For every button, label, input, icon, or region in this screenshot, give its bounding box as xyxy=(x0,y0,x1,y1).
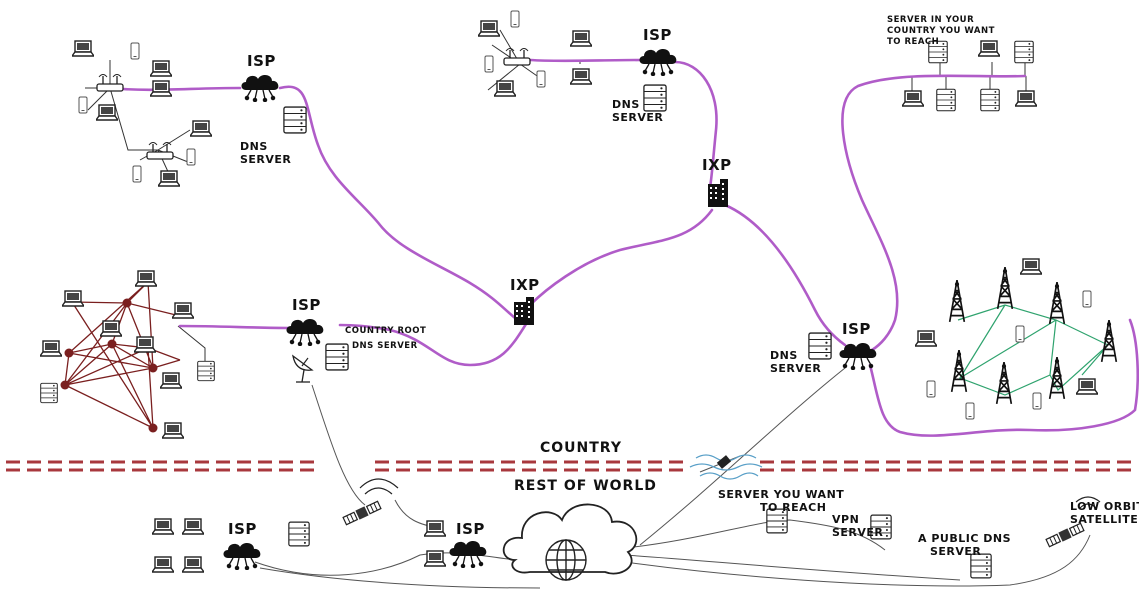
satellite-icon-left xyxy=(342,500,382,526)
isp-cloud-top-middle xyxy=(638,48,678,76)
ixp-building-middle xyxy=(514,297,534,325)
server-reach-label-line2: TO REACH xyxy=(760,501,826,514)
satellite-label-line2: SATELLITE xyxy=(1070,513,1138,526)
diagram-labels: ISP DNS SERVER ISP DNS SERVER SERVER IN … xyxy=(228,15,1139,558)
isp-label-bottom-left: ISP xyxy=(228,520,257,538)
globe-icon xyxy=(545,539,587,581)
country-root-label-line2: DNS SERVER xyxy=(352,341,418,351)
dns-server-mid-left xyxy=(325,343,349,371)
ixp-label-top: IXP xyxy=(702,156,732,174)
server-country-label-line1: SERVER IN YOUR xyxy=(887,15,974,25)
ixp-label-middle: IXP xyxy=(510,276,540,294)
isp-label-mid-right: ISP xyxy=(842,320,871,338)
rest-of-world-label: REST OF WORLD xyxy=(514,478,657,494)
satellite-dish xyxy=(292,355,313,383)
vpn-label-line2: SERVER xyxy=(832,526,883,539)
server-country-label-line3: TO REACH xyxy=(887,37,939,47)
country-border xyxy=(6,460,1134,472)
satellite-icon-right xyxy=(1045,522,1085,548)
isp-cloud-mid-right xyxy=(838,342,878,370)
dns-label-top-middle-line2: SERVER xyxy=(612,111,663,124)
isp-label-top-middle: ISP xyxy=(643,26,672,44)
isp-cloud-top-left xyxy=(240,74,280,102)
isp-cloud-mid-left xyxy=(285,318,325,346)
cellular-network xyxy=(957,304,1110,396)
backbone-links xyxy=(108,58,1139,437)
dns-label-top-middle-line1: DNS xyxy=(612,98,640,111)
dns-label-mid-right-line1: DNS xyxy=(770,349,798,362)
dns-server-top-middle xyxy=(643,84,667,112)
dns-label-mid-right-line2: SERVER xyxy=(770,362,821,375)
international-links xyxy=(254,367,1091,589)
dns-label-top-left-line1: DNS xyxy=(240,140,268,153)
country-label: COUNTRY xyxy=(540,440,622,456)
local-wiring xyxy=(85,29,1027,368)
vpn-label-line1: VPN xyxy=(832,513,859,526)
server-reach-label-line1: SERVER YOU WANT xyxy=(718,488,844,501)
server-country-label-line2: COUNTRY YOU WANT xyxy=(887,26,995,36)
isp-label-bottom-middle: ISP xyxy=(456,520,485,538)
isp-label-top-left: ISP xyxy=(247,52,276,70)
dns-label-top-left-line2: SERVER xyxy=(240,153,291,166)
isp-cloud-bottom-left xyxy=(222,542,262,570)
dns-server-mid-right xyxy=(808,332,832,360)
public-dns-label-line1: A PUBLIC DNS xyxy=(918,532,1011,545)
satellite-signal-icon xyxy=(359,478,1101,509)
satellite-label-line1: LOW ORBIT xyxy=(1070,500,1139,513)
isp-label-mid-left: ISP xyxy=(292,296,321,314)
isp-cloud-bottom-middle xyxy=(448,540,488,568)
country-root-label-line1: COUNTRY ROOT xyxy=(345,326,426,336)
internet-cloud xyxy=(502,503,638,581)
dns-server-top-left xyxy=(283,106,307,134)
undersea-cable-icon xyxy=(689,454,763,480)
mesh-network xyxy=(60,277,181,433)
public-dns-label-line2: SERVER xyxy=(930,545,981,558)
